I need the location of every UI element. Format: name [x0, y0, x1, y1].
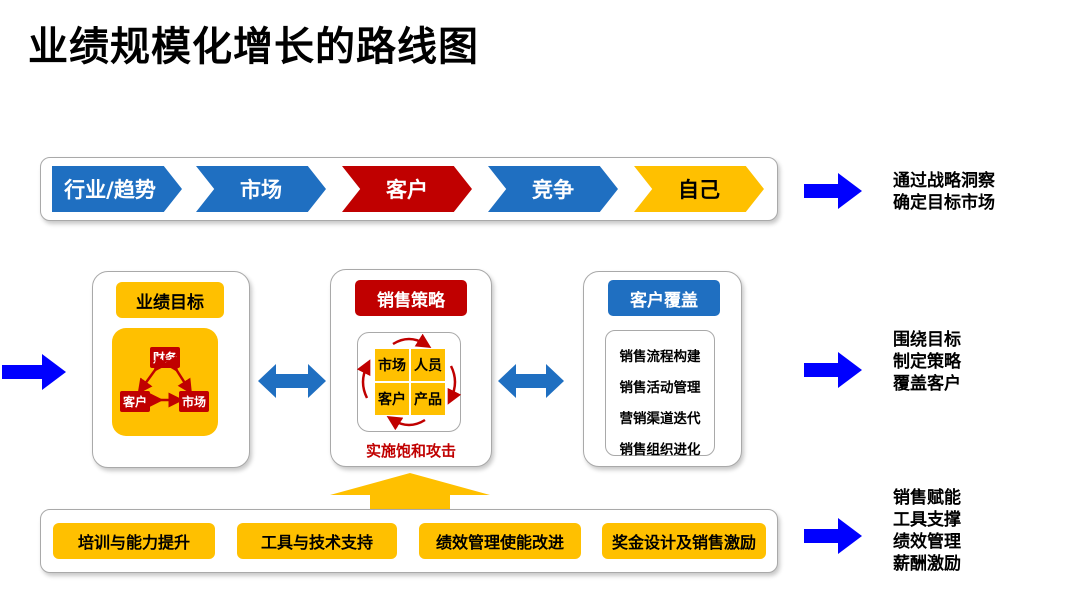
- step-competition: 竞争: [488, 166, 618, 212]
- coverage-list: 销售流程构建 销售活动管理 营销渠道迭代 销售组织进化: [605, 330, 715, 458]
- row2-note-line: 制定策略: [893, 352, 961, 372]
- step-industry-trend: 行业/趋势: [52, 166, 182, 212]
- right-arrow-icon: [804, 518, 862, 554]
- row3-note: 销售赋能 工具支撑 绩效管理 薪酬激励: [893, 487, 961, 575]
- row1-note-line: 通过战略洞察: [893, 171, 995, 191]
- row2-note-line: 覆盖客户: [893, 374, 961, 394]
- step-self: 自己: [634, 166, 764, 212]
- quad-people: 人员: [411, 349, 445, 381]
- row1-note-line: 确定目标市场: [893, 193, 995, 213]
- coverage-item: 营销渠道迭代: [619, 411, 701, 427]
- row3-note-line: 绩效管理: [893, 532, 961, 552]
- double-arrow-icon: [498, 364, 564, 398]
- row3-note-line: 薪酬激励: [893, 554, 961, 574]
- enabler-tools: 工具与技术支持: [237, 523, 397, 559]
- strategy-quad-frame: [357, 332, 461, 432]
- row1-note: 通过战略洞察 确定目标市场: [893, 170, 995, 214]
- quad-product: 产品: [411, 383, 445, 415]
- step-market: 市场: [196, 166, 326, 212]
- cycle-arrows-icon: [357, 333, 461, 431]
- enabler-training: 培训与能力提升: [53, 523, 215, 559]
- goal-customer-label: 客户: [120, 391, 151, 412]
- strategy-label: 销售策略: [355, 280, 467, 316]
- incoming-arrow-icon: [2, 354, 66, 390]
- double-arrow-icon: [258, 364, 326, 398]
- right-arrow-icon: [804, 173, 862, 209]
- step-customer: 客户: [342, 166, 472, 212]
- coverage-item: 销售组织进化: [619, 442, 701, 458]
- row3-note-line: 工具支撑: [893, 510, 961, 530]
- quad-customer: 客户: [375, 383, 409, 415]
- coverage-item: 销售流程构建: [619, 349, 701, 365]
- goal-label: 业绩目标: [116, 282, 224, 318]
- enabler-incentive: 奖金设计及销售激励: [602, 523, 766, 559]
- row2-note-line: 围绕目标: [893, 330, 961, 350]
- coverage-label: 客户覆盖: [608, 280, 720, 316]
- coverage-item: 销售活动管理: [619, 380, 701, 396]
- row3-note-line: 销售赋能: [893, 488, 961, 508]
- strategy-caption: 实施饱和攻击: [365, 442, 456, 460]
- right-arrow-icon: [804, 352, 862, 388]
- enabler-performance: 绩效管理使能改进: [419, 523, 581, 559]
- page-title: 业绩规模化增长的路线图: [28, 24, 479, 70]
- quad-market: 市场: [375, 349, 409, 381]
- goal-market-label: 市场: [179, 391, 210, 412]
- up-arrow-icon: [330, 473, 490, 513]
- row2-note: 围绕目标 制定策略 覆盖客户: [893, 329, 961, 395]
- goal-triangle-arrows: [137, 355, 193, 408]
